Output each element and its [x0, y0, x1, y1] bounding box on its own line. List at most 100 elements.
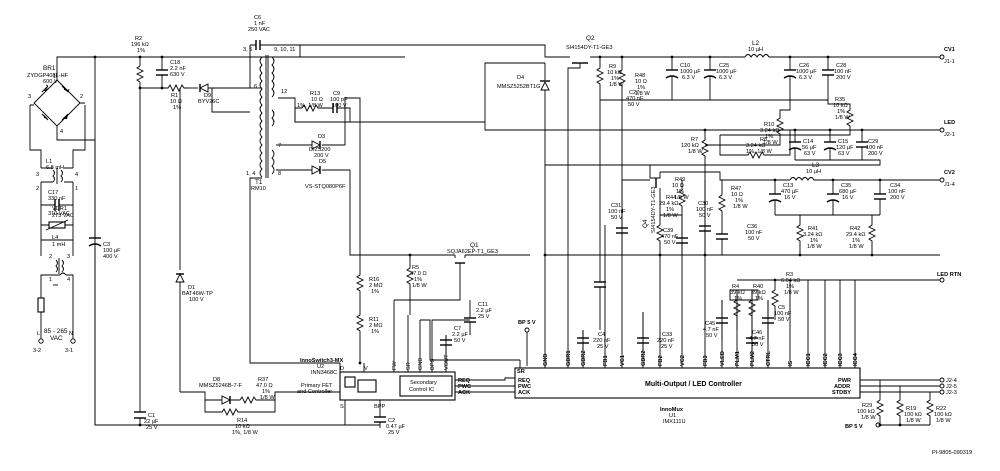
r48-tol: 1%	[637, 85, 645, 91]
c35-ref: C35	[841, 183, 851, 189]
output-led-terminal[interactable]	[939, 127, 945, 133]
c29-value: 100 nF	[866, 145, 884, 151]
c26-ref: C26	[799, 63, 809, 69]
capacitor-c34: C34 100 nF 200 V	[874, 180, 906, 215]
r14-ref: R14	[237, 418, 247, 424]
l2-value: 10 µH	[748, 47, 763, 53]
capacitor-c1: C1 22 µF 25 V	[134, 88, 159, 431]
r19-value: 100 kΩ	[904, 412, 922, 418]
resistor-r7: R7 120 kΩ 1/8 W	[681, 130, 710, 180]
u1-top-pin-label: GDR2	[581, 350, 587, 366]
resistor-r10: R10 3.24 kΩ 1% 1/8 W	[705, 100, 791, 146]
r11-ref: R11	[369, 317, 379, 323]
figure-id: PI-9805-090319	[932, 450, 972, 456]
capacitor-c31: C31 100 nF 50 V	[608, 180, 628, 255]
r1-tol: 1%	[173, 105, 181, 111]
resistor-r3: R3 6.04 kΩ 1% 1/8 W	[770, 272, 800, 320]
r2-tol: 1%	[137, 48, 145, 54]
t1-pin-12: 12	[281, 89, 287, 95]
capacitor-c45: C45 4.7 nF 50 V	[703, 300, 728, 340]
r22-rating: 1/8 W	[936, 418, 951, 424]
u2-part: INN3468C	[311, 370, 337, 376]
c3-ref: C3	[103, 242, 110, 248]
c13-ref: C13	[783, 183, 793, 189]
c36-ref: C36	[747, 224, 757, 230]
output-cv2-terminal[interactable]	[939, 177, 945, 183]
resistor-r1	[162, 83, 190, 93]
u1-left-pin-ack: ACK	[518, 390, 530, 396]
r8-rating: 1%, 1/8 W	[746, 149, 773, 155]
capacitor-c15: C15 120 µF 63 V	[823, 130, 854, 160]
u2-pin-s: S	[340, 404, 344, 410]
c34-ref: C34	[890, 183, 900, 189]
r42-rating: 1/8 W	[849, 244, 864, 250]
u1-top-pin-label: PLM2	[750, 351, 756, 366]
c7-value: 2.2 µF	[452, 332, 469, 338]
u1-title: Multi-Output / LED Controller	[645, 381, 742, 388]
c10-rating: 6.3 V	[682, 75, 695, 81]
l3-value: 10 µH	[806, 169, 821, 175]
diode-d9	[198, 83, 209, 93]
led-connector: J2-1	[944, 132, 955, 138]
resistor-r48	[617, 57, 627, 100]
c31-ref: C31	[611, 203, 621, 209]
c7-ref: C7	[454, 326, 461, 332]
l4-pin-2: 2	[49, 254, 52, 260]
r37-value: 47.0 Ω	[256, 383, 273, 389]
choke-l4	[53, 258, 67, 286]
choke-l1	[52, 168, 63, 184]
diode-d5: D5 VS-STQ080P6F	[300, 159, 350, 190]
c9-rating: 100 V	[332, 103, 347, 109]
u1-top-pin-label: FB1	[603, 355, 609, 366]
c6-value: 1 nF	[254, 21, 266, 27]
output-cv1-terminal[interactable]	[939, 54, 945, 60]
u2-pin-v: V	[364, 366, 368, 372]
c5-rating: 50 V	[778, 317, 790, 323]
r42-value: 29.4 kΩ	[846, 232, 865, 238]
capacitor-c36: C36 100 nF 50 V	[716, 224, 763, 255]
r2-value: 196 kΩ	[131, 42, 149, 48]
bp-5v-terminal-1[interactable]	[524, 327, 530, 333]
capacitor-c26: C26 1000 µF 6.3 V	[783, 57, 817, 100]
u1-top-pin-label: CTRL	[766, 351, 772, 366]
resistor-r41: R41 3.24 kΩ 1% 1/8 W	[795, 215, 822, 255]
c1-ref: C1	[148, 413, 155, 419]
c4-rating: 25 V	[597, 344, 609, 350]
j2-3-terminal[interactable]	[939, 389, 945, 395]
br1-pin-3: 3	[28, 94, 31, 100]
output-led-rtn-terminal[interactable]	[939, 277, 945, 283]
cv2-label: CV2	[944, 170, 955, 176]
capacitor-c28: C28 100 nF 200 V	[822, 57, 852, 100]
u1-top-pin-label: GDR1	[566, 350, 572, 366]
d1-ref: D1	[188, 285, 195, 291]
u1-right-pin-addr: ADDR	[834, 384, 850, 390]
bp-5v-label-2: BP 5 V	[845, 424, 863, 430]
r2-ref: R2	[135, 36, 142, 42]
input-terminal-l[interactable]	[38, 338, 44, 344]
c2-rating: 25 V	[388, 430, 400, 436]
r13-value: 10 Ω	[311, 97, 323, 103]
r7-value: 120 kΩ	[681, 143, 699, 149]
input-terminal-n[interactable]	[70, 338, 76, 344]
j2-4-terminal[interactable]	[939, 377, 945, 383]
fuse-f1	[37, 297, 45, 313]
cv2-connector: J1-4	[944, 182, 955, 188]
c14-value: 56 µF	[802, 145, 817, 151]
u2-pin-bps: BPS	[430, 359, 436, 370]
j2-5-terminal[interactable]	[939, 383, 945, 389]
r49-rating: 1/8 W	[674, 195, 689, 201]
l1-pin-4: 4	[75, 172, 78, 178]
c15-ref: C15	[838, 139, 848, 145]
r44-value: 29.4 kΩ	[659, 201, 678, 207]
r22-value: 100 kΩ	[934, 412, 952, 418]
c4-ref: C4	[598, 332, 605, 338]
r7-ref: R7	[691, 137, 698, 143]
t1-pin-1-4: 1, 4	[246, 171, 255, 177]
r13-rating: 1%, 1/8 W	[297, 103, 324, 109]
u1-top-pin-label: PLM1	[735, 351, 741, 366]
c18-ref: C18	[170, 60, 180, 66]
c13-value: 470 µF	[781, 189, 799, 195]
l4-pin-4: 4	[67, 277, 70, 283]
c17-ref: C17	[48, 190, 58, 196]
